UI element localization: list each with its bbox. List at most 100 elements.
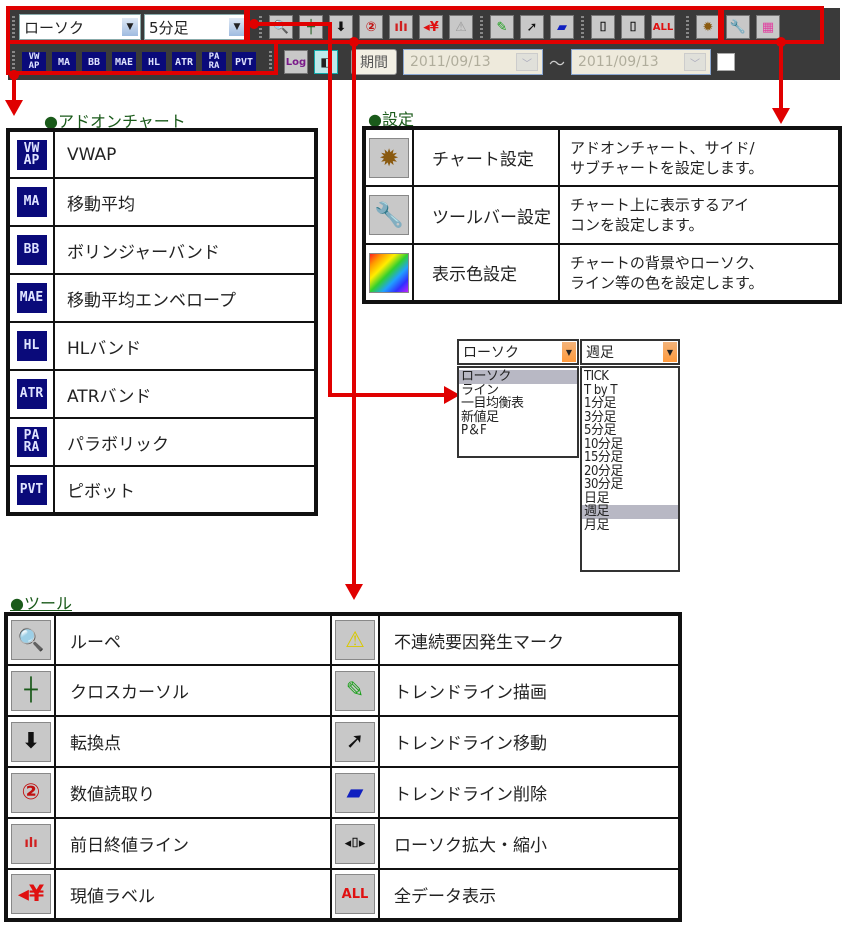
turning-point-icon: ⬇	[335, 19, 347, 35]
connector-line	[352, 42, 356, 586]
timeframe-dropdown-value: 週足	[586, 345, 614, 361]
addon-label: ピボット	[53, 465, 317, 515]
dropdown-option[interactable]: ライン	[461, 382, 499, 398]
settings-desc-line: チャート上に表示するアイ	[570, 196, 750, 214]
log-scale-button[interactable]: Log	[284, 50, 308, 74]
addon-badge-button[interactable]: VW AP	[22, 52, 46, 72]
addon-badge-button[interactable]: PA RA	[202, 52, 226, 72]
warning-button[interactable]: ⚠	[449, 15, 473, 39]
dropdown-option[interactable]: T by T	[584, 382, 618, 398]
chart-type-dropdown-value: ローソク	[463, 345, 519, 361]
tool-label: トレンドライン描画	[378, 664, 681, 717]
timeframe-dropdown[interactable]: 週足 ▼	[580, 339, 680, 365]
all-data-icon: ALL	[652, 21, 674, 33]
arrow-right-icon	[444, 386, 460, 404]
chevron-down-icon[interactable]: ﹀	[516, 53, 538, 71]
tool-icon-cell: ✎	[330, 664, 380, 717]
candle-zoom-out-button[interactable]: ⌷	[621, 15, 645, 39]
dropdown-option[interactable]: 新値足	[461, 409, 499, 425]
value-read-button[interactable]: ②	[359, 15, 383, 39]
toolbar-grip[interactable]	[269, 51, 272, 73]
settings-icon-cell: ✹	[363, 127, 414, 187]
addon-label: 移動平均	[53, 177, 317, 227]
loupe-button[interactable]: 🔍	[269, 15, 293, 39]
current-price-label-button[interactable]: ◂¥	[419, 15, 443, 39]
addon-icon-cell: PA RA	[7, 417, 55, 467]
all-data-button[interactable]: ALL	[651, 15, 675, 39]
chevron-down-icon[interactable]: ▼	[663, 342, 677, 362]
split-view-button[interactable]: ◧	[314, 50, 338, 74]
toolbar-settings-button[interactable]: 🔧	[726, 15, 750, 39]
addon-badge-button[interactable]: ATR	[172, 52, 196, 72]
trendline-draw-button[interactable]: ✎	[490, 15, 514, 39]
settings-name: チャート設定	[412, 127, 560, 187]
toolbar-grip[interactable]	[480, 16, 483, 38]
tool-label: トレンドライン削除	[378, 766, 681, 819]
cross-cursor-button[interactable]: ┼	[299, 15, 323, 39]
tool-label: 前日終値ライン	[54, 817, 332, 870]
dropdown-option[interactable]: P＆F	[461, 423, 487, 438]
chart-type-dropdown[interactable]: ローソク ▼	[457, 339, 579, 365]
dropdown-option[interactable]: ローソク	[459, 370, 577, 384]
addon-badge-button[interactable]: HL	[142, 52, 166, 72]
settings-desc-line: ライン等の色を設定します。	[570, 273, 764, 292]
period-button[interactable]: 期間	[351, 49, 397, 75]
value-read-icon: ②	[365, 19, 377, 35]
turning-point-button[interactable]: ⬇	[329, 15, 353, 39]
addon-badge-button[interactable]: MAE	[112, 52, 136, 72]
dropdown-option[interactable]: TICK	[584, 369, 609, 384]
chart-settings-button[interactable]: ✹	[696, 15, 720, 39]
dropdown-option[interactable]: 5分足	[584, 423, 616, 438]
current-price-label-icon: ◂¥	[423, 19, 439, 35]
addon-badge-button[interactable]: MA	[52, 52, 76, 72]
dropdown-option[interactable]: 月足	[584, 517, 610, 533]
toolbar-row-1: ローソク ▼ 5分足 ▼ 🔍┼ ⬇ ② ılı ◂¥ ⚠ ✎➚▰ ⌷⌷ ALL ✹🔧▦	[8, 10, 783, 44]
dropdown-option[interactable]: 15分足	[584, 450, 623, 465]
trendline-draw-icon: ✎	[335, 670, 375, 711]
dropdown-option[interactable]: 30分足	[584, 477, 623, 492]
toolbar-grip[interactable]	[259, 16, 262, 38]
toolbar-grip[interactable]	[12, 16, 15, 38]
dropdown-option[interactable]: 1分足	[584, 396, 616, 411]
chevron-down-icon[interactable]: ▼	[229, 18, 245, 36]
dropdown-option[interactable]: 20分足	[584, 463, 623, 479]
toolbar-grip[interactable]	[686, 16, 689, 38]
dropdown-option[interactable]: 日足	[584, 490, 610, 506]
candle-zoom-in-button[interactable]: ⌷	[591, 15, 615, 39]
addon-badge-button[interactable]: BB	[82, 52, 106, 72]
addon-badge-icon: PA RA	[16, 427, 47, 457]
toolbar-grip[interactable]	[581, 16, 584, 38]
chevron-down-icon[interactable]: ▼	[122, 18, 138, 36]
settings-description: チャートの背景やローソク、ライン等の色を設定します。	[558, 243, 841, 303]
date-to-picker[interactable]: 2011/09/13 ﹀	[571, 49, 712, 75]
dropdown-option[interactable]: 一目均衡表	[461, 396, 524, 411]
prev-close-line-button[interactable]: ılı	[389, 15, 413, 39]
chevron-down-icon[interactable]: ▼	[562, 342, 576, 362]
addon-heading: ●アドオンチャート	[44, 112, 186, 131]
addon-icon-cell: PVT	[7, 465, 55, 515]
chevron-down-icon[interactable]: ﹀	[684, 53, 707, 71]
dropdown-option[interactable]: 10分足	[584, 436, 623, 452]
period-checkbox[interactable]	[717, 53, 736, 71]
chart-type-select[interactable]: ローソク ▼	[19, 14, 141, 40]
connector-dot	[349, 37, 359, 47]
trendline-delete-button[interactable]: ▰	[550, 15, 574, 39]
timeframe-select[interactable]: 5分足 ▼	[144, 14, 248, 40]
color-settings-button[interactable]: ▦	[756, 15, 780, 39]
addon-badge-button[interactable]: PVT	[232, 52, 256, 72]
dropdown-option[interactable]: 3分足	[584, 409, 616, 425]
dropdown-option[interactable]: 週足	[582, 505, 678, 519]
tool-label: 不連続要因発生マーク	[378, 613, 681, 666]
toolbar-grip[interactable]	[12, 51, 15, 73]
addon-icon-cell: HL	[7, 321, 55, 371]
connector-dot	[9, 70, 19, 80]
tool-icon-cell: ⬇	[5, 715, 56, 768]
trendline-move-button[interactable]: ➚	[520, 15, 544, 39]
addon-icon-cell: VW AP	[7, 129, 55, 179]
date-from-picker[interactable]: 2011/09/13 ﹀	[403, 49, 543, 75]
toolbar-row-2: VW AP MA BB MAE HL ATR PA RA PVT Log ◧ 期間 2011/…	[8, 45, 736, 79]
